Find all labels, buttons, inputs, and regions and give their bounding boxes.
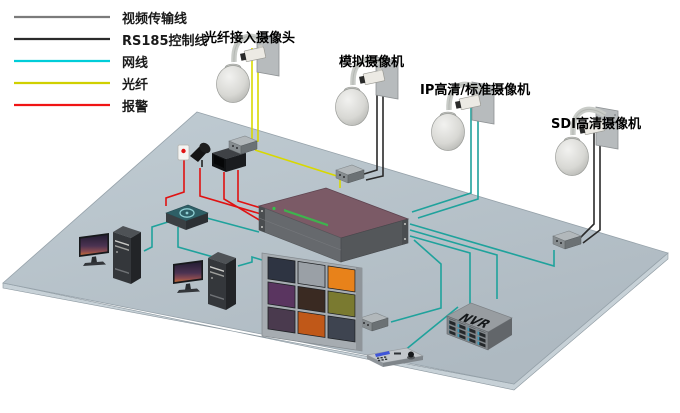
legend-item-network: 网线 <box>12 50 208 72</box>
legend-label: RS185控制线 <box>122 33 208 49</box>
nvr-drive-bays <box>449 318 487 349</box>
nvr-unit: NVR <box>446 302 513 351</box>
legend-item-video: 视频传输线 <box>12 6 208 28</box>
videowall-screen <box>327 315 356 343</box>
videowall-screen <box>267 306 296 334</box>
video-wall <box>261 252 363 352</box>
legend-line-video-icon <box>14 15 110 19</box>
legend-line-fiber-icon <box>14 81 110 85</box>
videowall-screen <box>297 285 326 313</box>
label-fiber-camera: 光纤接入摄像头 <box>204 31 296 46</box>
keyboard-display <box>375 351 390 357</box>
videowall-screen <box>297 260 326 288</box>
cable-net-videowall <box>237 255 263 267</box>
legend-item-rs485: RS185控制线 <box>12 28 208 50</box>
cables <box>143 46 601 352</box>
cable-net-nvr-2 <box>409 235 471 304</box>
cable-net-keyboard <box>403 306 459 352</box>
legend-item-fiber: 光纤 <box>12 72 208 94</box>
legend-label: 视频传输线 <box>122 11 188 27</box>
label-analog-camera: 模拟摄像机 <box>339 55 405 70</box>
matrix-power-led <box>272 206 276 211</box>
legend-line-rs485-icon <box>14 37 110 41</box>
matrix-switcher <box>257 187 410 263</box>
legend: 视频传输线 RS185控制线 网线 光纤 报警 <box>12 6 208 116</box>
cable-video-sdi-2 <box>582 126 601 244</box>
videowall-screen <box>327 290 356 318</box>
videowall-screen <box>267 281 296 309</box>
cable-net-ipcam-1 <box>411 100 472 213</box>
cable-net-host-matrix <box>202 216 260 233</box>
cable-video-sdi-1 <box>579 128 595 239</box>
legend-label: 光纤 <box>122 77 149 93</box>
cable-net-ipcam-2 <box>417 97 479 219</box>
legend-label: 网线 <box>122 55 149 71</box>
label-sdi-camera: SDI高清摄像机 <box>551 117 641 132</box>
cable-video-analog-1 <box>363 70 378 175</box>
tower-pc-2 <box>208 252 236 310</box>
cable-net-wallswitch <box>390 239 442 323</box>
legend-item-alarm: 报警 <box>12 94 208 116</box>
alarm-host <box>165 204 209 230</box>
cable-alarm-bus <box>237 170 262 209</box>
alarm-horn-speaker <box>190 142 211 167</box>
keyboard-joystick <box>408 351 414 358</box>
cable-alarm-sensor <box>165 160 185 206</box>
legend-label: 报警 <box>122 99 149 115</box>
legend-line-alarm-icon <box>14 103 110 107</box>
alarm-sensor <box>177 144 190 161</box>
videowall-screen <box>267 256 296 284</box>
label-ip-camera: IP高清/标准摄像机 <box>420 83 531 98</box>
cable-net-nvr-1 <box>409 229 498 299</box>
videowall-screen <box>297 310 326 338</box>
cable-net-tower1 <box>143 220 172 252</box>
nvr-side <box>488 318 512 350</box>
cable-net-sdi-converter <box>409 223 555 268</box>
control-keyboard <box>365 347 425 367</box>
matrix-front-text <box>284 209 328 227</box>
tower-pc-1 <box>113 226 141 284</box>
legend-line-network-icon <box>14 59 110 63</box>
videowall-screen <box>327 265 356 293</box>
cable-alarm-box <box>223 172 262 222</box>
cable-video-analog-2 <box>365 68 384 181</box>
